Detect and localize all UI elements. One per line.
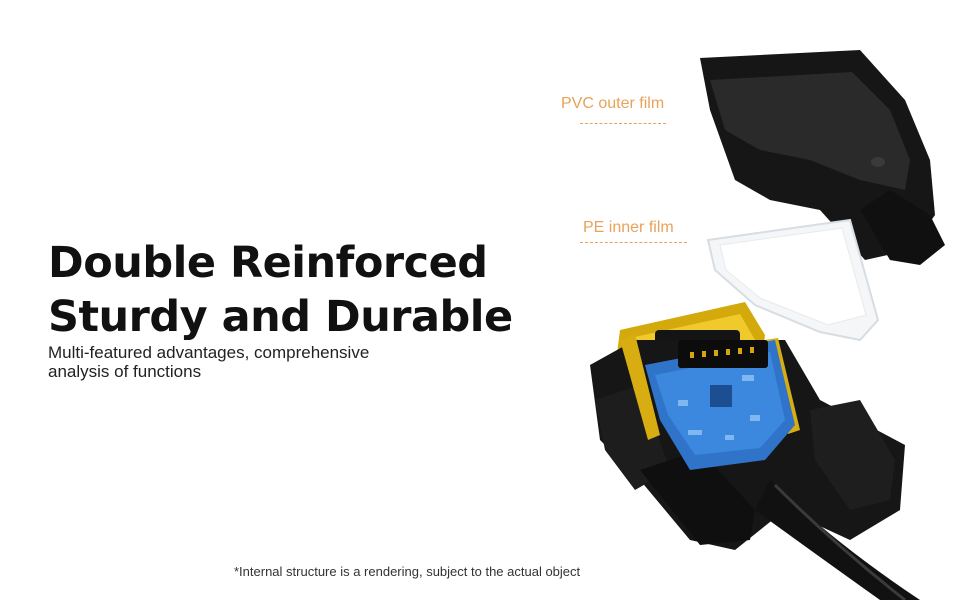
connector-body [590, 302, 920, 600]
subtitle: Multi-featured advantages, comprehensive… [48, 343, 370, 381]
pvc-outer-film-label: PVC outer film [561, 95, 665, 112]
pe-inner-film [706, 218, 880, 342]
pvc-outer-shell [700, 50, 945, 265]
headline: Double Reinforced Sturdy and Durable [48, 236, 513, 344]
pvc-outer-film-leader-line [580, 123, 666, 124]
pe-inner-film-label: PE inner film [583, 219, 674, 236]
headline-line-2: Sturdy and Durable [48, 292, 513, 342]
headline-line-1: Double Reinforced [48, 238, 488, 288]
pe-inner-film-leader-line [580, 242, 687, 243]
connector-illustration [590, 50, 945, 600]
footnote: *Internal structure is a rendering, subj… [234, 564, 581, 579]
